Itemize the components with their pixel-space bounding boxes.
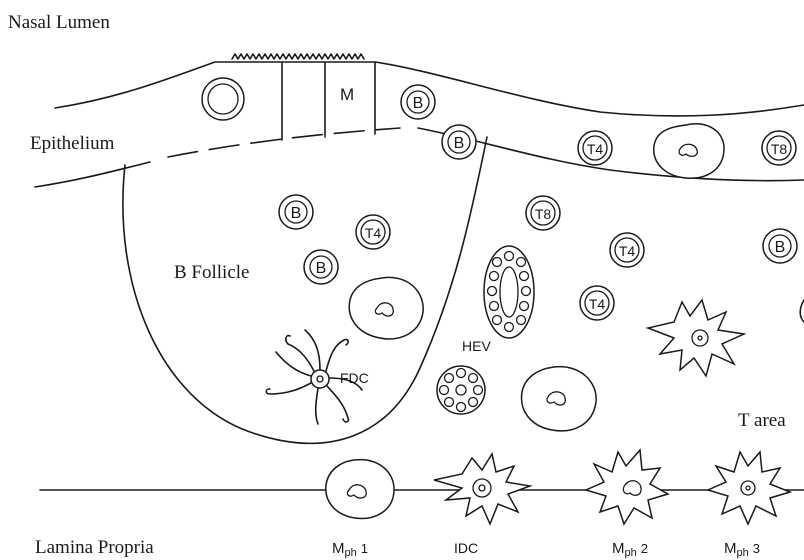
b-follicle-label: B Follicle xyxy=(174,262,249,283)
lymphocyte-t8: T8 xyxy=(762,131,796,165)
nasal-lumen-label: Nasal Lumen xyxy=(8,12,110,33)
lymphocyte-t4: T4 xyxy=(610,233,644,267)
lymphocyte-b: B xyxy=(401,85,435,119)
svg-text:T8: T8 xyxy=(535,206,552,222)
svg-text:T4: T4 xyxy=(589,296,606,312)
lymphocyte-b: B xyxy=(442,125,476,159)
svg-text:B: B xyxy=(413,95,424,112)
lymphocyte-b: B xyxy=(763,229,797,263)
hev-oval xyxy=(484,246,534,338)
hev-round xyxy=(437,366,485,414)
idc-cell-t-area xyxy=(648,300,744,376)
b-follicle-border xyxy=(123,137,487,443)
hev-label: HEV xyxy=(462,338,491,354)
plasma-cell xyxy=(522,367,597,431)
lymphocyte-t8: T8 xyxy=(526,196,560,230)
fdc-label: FDC xyxy=(340,370,369,386)
plasma-cell xyxy=(349,277,423,338)
lymphocyte-t4: T4 xyxy=(580,286,614,320)
lymphocyte-t4: T4 xyxy=(578,131,612,165)
svg-text:T4: T4 xyxy=(619,243,636,259)
epithelium-basal-line-dashed xyxy=(168,128,400,157)
macrophage-2-cell xyxy=(586,450,668,524)
svg-text:B: B xyxy=(775,239,786,256)
svg-text:T4: T4 xyxy=(587,141,604,157)
plasma-cell xyxy=(654,124,724,178)
svg-text:T8: T8 xyxy=(771,141,788,157)
t-area-label: T area xyxy=(738,410,786,431)
lamina-propria-label: Lamina Propria xyxy=(35,537,154,558)
lymphocyte-b: B xyxy=(304,250,338,284)
epithelium-basal-line-left xyxy=(35,162,150,187)
svg-text:B: B xyxy=(316,260,327,277)
macrophage-3-cell xyxy=(708,452,790,524)
lymphocyte-b: B xyxy=(279,195,313,229)
m-cell-label: M xyxy=(340,85,354,104)
epithelium-label: Epithelium xyxy=(30,133,115,154)
svg-text:B: B xyxy=(291,205,302,222)
stellate-cell-edge xyxy=(800,300,804,322)
macrophage-1-cell xyxy=(326,460,394,519)
svg-text:T4: T4 xyxy=(365,225,382,241)
svg-text:B: B xyxy=(454,135,465,152)
idc-label: IDC xyxy=(454,540,478,556)
lymphocyte-t4: T4 xyxy=(356,215,390,249)
idc-cell xyxy=(434,454,530,524)
m-cell-microvilli xyxy=(232,54,364,59)
